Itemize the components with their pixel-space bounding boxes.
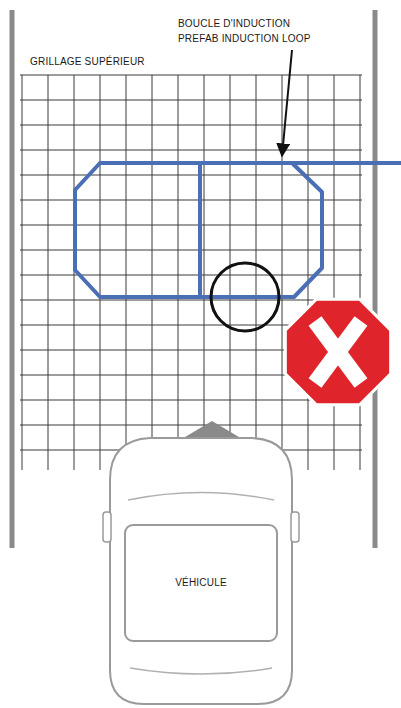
loop-outline bbox=[75, 163, 322, 297]
stop-octagon bbox=[285, 299, 390, 404]
vehicle-body bbox=[110, 438, 292, 704]
grid-line bbox=[20, 125, 362, 126]
highlight-circle bbox=[211, 263, 279, 331]
stop-cross bbox=[315, 321, 361, 383]
grid-line bbox=[20, 300, 362, 301]
grid-line bbox=[22, 75, 23, 470]
grid-line bbox=[20, 150, 362, 151]
rear-window-line bbox=[130, 668, 272, 674]
loop-lead bbox=[292, 161, 401, 165]
grid-line bbox=[74, 75, 75, 470]
loop-label: PREFAB INDUCTION LOOP bbox=[176, 33, 313, 45]
grid-line bbox=[204, 75, 205, 470]
loop-label: BOUCLE D'INDUCTION bbox=[176, 18, 292, 30]
grid-line bbox=[48, 75, 49, 470]
grid-line bbox=[282, 75, 283, 470]
vehicle-label: VÉHICULE bbox=[175, 577, 227, 589]
lane-edge bbox=[10, 10, 15, 548]
grid-line bbox=[334, 75, 335, 470]
grid-line bbox=[20, 225, 362, 226]
side-mirror bbox=[103, 512, 111, 542]
grid-line bbox=[126, 75, 127, 470]
lane-edge bbox=[373, 10, 378, 548]
grid-line bbox=[20, 275, 362, 276]
mesh-grid bbox=[20, 75, 362, 470]
induction-loop bbox=[75, 163, 401, 297]
grid-line bbox=[20, 200, 362, 201]
grid-line bbox=[20, 100, 362, 101]
grid-label: GRILLAGE SUPÉRIEUR bbox=[28, 56, 147, 68]
grid-line bbox=[152, 75, 153, 470]
grid-line bbox=[256, 75, 257, 470]
grid-line bbox=[100, 75, 101, 470]
stop-cross bbox=[315, 321, 361, 383]
windshield-line bbox=[128, 493, 274, 501]
grid-line bbox=[20, 75, 362, 76]
grid-line bbox=[178, 75, 179, 470]
grid-line bbox=[360, 75, 361, 470]
grid-line bbox=[20, 175, 362, 176]
leader-arrow bbox=[282, 50, 292, 156]
side-mirror bbox=[291, 512, 299, 542]
vehicle bbox=[103, 421, 299, 704]
grid-line bbox=[308, 75, 309, 470]
loop-divider bbox=[198, 163, 202, 297]
grid-line bbox=[230, 75, 231, 470]
vehicle-roof bbox=[125, 525, 277, 641]
stop-sign bbox=[285, 299, 390, 404]
grid-line bbox=[20, 250, 362, 251]
grid-line bbox=[20, 425, 362, 426]
vehicle-box: VÉHICULE bbox=[127, 527, 275, 639]
